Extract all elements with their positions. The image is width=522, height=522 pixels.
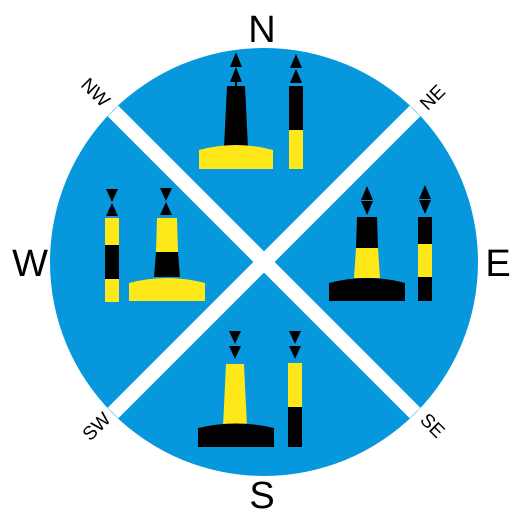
north-buoy-mast bbox=[235, 80, 237, 86]
east-buoy bbox=[329, 186, 405, 301]
north-buoy-topmark-lower-cone-icon bbox=[230, 67, 242, 82]
north-buoy-upper-band bbox=[224, 86, 248, 148]
label-southeast: SE bbox=[416, 410, 449, 443]
south-beacon-topmark-upper-cone-icon bbox=[289, 331, 301, 344]
east-buoy-topmark-upper-cone-icon bbox=[361, 186, 373, 200]
east-beacon-middle-band bbox=[418, 244, 432, 277]
label-south: S bbox=[249, 475, 274, 517]
south-beacon-topmark-lower-cone-icon bbox=[289, 346, 301, 359]
west-beacon bbox=[105, 189, 119, 302]
north-beacon-lower-band bbox=[289, 130, 303, 169]
west-buoy-topmark-upper-cone-icon bbox=[160, 188, 172, 201]
label-west: W bbox=[12, 243, 48, 285]
south-buoy-topmark-upper-cone-icon bbox=[229, 331, 241, 344]
label-northwest: NW bbox=[76, 74, 113, 111]
east-buoy-lower-band bbox=[329, 278, 405, 301]
label-northeast: NE bbox=[416, 81, 450, 115]
label-east: E bbox=[485, 243, 510, 285]
west-buoy-upper-band bbox=[156, 218, 178, 252]
east-beacon-upper-band bbox=[418, 217, 432, 244]
east-buoy-topmark-lower-cone-icon bbox=[361, 201, 373, 215]
south-buoy-topmark-lower-cone-icon bbox=[229, 346, 241, 359]
label-north: N bbox=[248, 9, 275, 51]
east-cardinal-mark bbox=[329, 185, 432, 301]
north-beacon-upper-band bbox=[289, 86, 303, 130]
north-beacon-topmark-lower-cone-icon bbox=[290, 69, 302, 83]
east-buoy-upper-band bbox=[356, 217, 378, 248]
south-beacon bbox=[288, 331, 302, 447]
west-buoy bbox=[129, 188, 205, 301]
south-buoy bbox=[198, 331, 274, 447]
south-beacon-lower-band bbox=[288, 407, 302, 447]
west-buoy-middle-band bbox=[154, 252, 180, 277]
east-beacon-topmark-upper-cone-icon bbox=[419, 185, 431, 199]
quadrant-dividers bbox=[107, 105, 421, 419]
east-beacon bbox=[418, 185, 432, 301]
north-buoy bbox=[199, 52, 273, 169]
south-buoy-lower-band bbox=[198, 423, 274, 447]
label-southwest: SW bbox=[79, 409, 116, 446]
east-beacon-topmark-lower-cone-icon bbox=[419, 200, 431, 214]
west-beacon-topmark-lower-cone-icon bbox=[106, 203, 118, 216]
west-cardinal-mark bbox=[105, 188, 205, 302]
north-cardinal-mark bbox=[199, 52, 303, 169]
south-beacon-upper-band bbox=[288, 363, 302, 407]
north-beacon bbox=[289, 54, 303, 169]
south-cardinal-mark bbox=[198, 331, 302, 447]
east-beacon-lower-band bbox=[418, 277, 432, 301]
west-beacon-middle-band bbox=[105, 245, 119, 279]
divider-ne-sw bbox=[107, 105, 421, 419]
west-buoy-lower-band bbox=[129, 278, 205, 301]
west-beacon-upper-band bbox=[105, 218, 119, 245]
north-buoy-lower-band bbox=[199, 145, 273, 169]
east-buoy-middle-band bbox=[354, 248, 380, 278]
south-buoy-upper-band bbox=[223, 364, 247, 427]
west-beacon-topmark-upper-cone-icon bbox=[106, 189, 118, 202]
north-beacon-topmark-upper-cone-icon bbox=[290, 54, 302, 68]
north-buoy-topmark-upper-cone-icon bbox=[230, 52, 242, 67]
west-beacon-lower-band bbox=[105, 279, 119, 302]
west-buoy-topmark-lower-cone-icon bbox=[160, 202, 172, 215]
